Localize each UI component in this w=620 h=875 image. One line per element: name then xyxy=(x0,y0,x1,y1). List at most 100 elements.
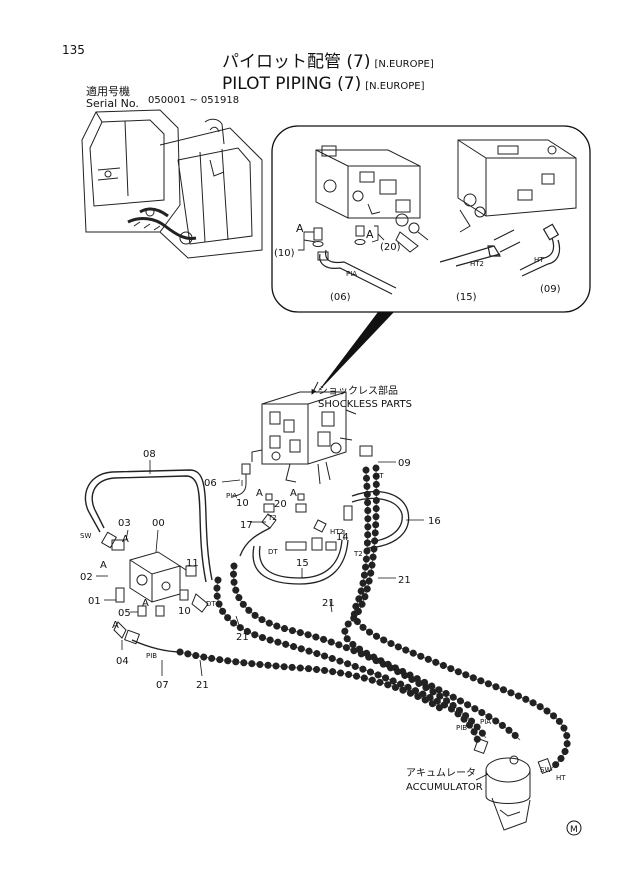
pilot-valve-00 xyxy=(100,531,209,645)
page-title-japanese: パイロット配管 (7)[N.EUROPE] xyxy=(222,54,434,71)
excavator-sketch xyxy=(81,109,263,259)
title-en-text: PILOT PIPING (7) xyxy=(222,74,362,94)
region-tag-2: [N.EUROPE] xyxy=(365,81,425,92)
inset-hose-15 xyxy=(453,245,501,267)
fitting-09 xyxy=(359,445,373,457)
inset-label-10: (10) xyxy=(274,248,295,259)
fitting-10 xyxy=(263,503,275,513)
fitting-04 xyxy=(113,621,127,639)
fitting-20 xyxy=(295,503,307,513)
port-pia-center: PIA xyxy=(226,492,237,500)
fitting-11 xyxy=(185,565,197,577)
part-label-09: 09 xyxy=(398,458,411,469)
part-label-21-b: 21 xyxy=(322,598,335,609)
part-label-21-a: 21 xyxy=(398,575,411,586)
port-ht2-center: HT2 xyxy=(330,528,344,536)
port-t2-b: T2 xyxy=(353,550,363,558)
inset-port-ht2: HT2 xyxy=(470,260,484,268)
serial-label-japanese: 適用号機 xyxy=(86,85,130,98)
part-label-21-c: 21 xyxy=(236,632,249,643)
part-label-01: 01 xyxy=(88,596,101,607)
region-tag-1: [N.EUROPE] xyxy=(374,59,434,70)
part-label-20: 20 xyxy=(274,499,287,510)
shockless-leader xyxy=(311,381,319,395)
inset-label-09: (09) xyxy=(540,284,561,295)
hose-15 xyxy=(252,539,349,585)
inset-fitting-20 xyxy=(355,225,365,237)
page-title-english: PILOT PIPING (7)[N.EUROPE] xyxy=(222,76,425,93)
m-mark: M xyxy=(566,820,582,836)
part-label-17: 17 xyxy=(240,520,253,531)
marker-a-3: A xyxy=(122,534,129,545)
part-label-11: 11 xyxy=(186,558,199,569)
serial-label-english: Serial No. xyxy=(86,97,139,110)
port-pib-acc: PIB xyxy=(456,724,467,732)
port-dt-center: DT xyxy=(268,548,278,556)
part-label-08: 08 xyxy=(143,449,156,460)
port-dt-left: DT xyxy=(206,600,216,608)
port-pia-acc: PIA xyxy=(480,718,491,726)
serial-range: 050001 ~ 051918 xyxy=(148,95,240,106)
port-sw-left: SW xyxy=(80,532,91,540)
inset-valve-right xyxy=(457,139,577,233)
marker-a-4: A xyxy=(100,560,107,571)
oring-20 xyxy=(297,493,305,501)
fitting-06 xyxy=(241,463,251,475)
marker-a-5: A xyxy=(142,598,149,609)
part-label-10-b: 10 xyxy=(178,606,191,617)
inset-label-a-right: A xyxy=(366,228,374,241)
fitting-05b xyxy=(155,605,165,617)
part-label-07: 07 xyxy=(156,680,169,691)
marker-a-6: A xyxy=(112,620,119,631)
protector-hoses-21 xyxy=(176,464,571,772)
inset-fitting-ht xyxy=(542,223,560,241)
fitting-05a xyxy=(137,605,147,617)
part-label-14: 14 xyxy=(336,532,349,543)
inset-fitting-ht2 xyxy=(487,245,502,257)
inset-label-15: (15) xyxy=(456,292,477,303)
leader-lines xyxy=(96,460,489,781)
shockless-note-jp: ショックレス部品 xyxy=(318,384,398,397)
inset-hose-09 xyxy=(519,237,555,271)
inset-valve-left xyxy=(315,145,429,253)
part-label-15: 15 xyxy=(296,558,309,569)
marker-a-1: A xyxy=(256,488,263,499)
port-t2-a: T2 xyxy=(267,514,277,522)
inset-label-20: (20) xyxy=(380,242,401,253)
bolt-01 xyxy=(115,587,125,603)
inset-port-ht: HT xyxy=(534,256,544,264)
hose-07 xyxy=(131,639,183,653)
part-label-05: 05 xyxy=(118,608,131,619)
inset-hose-06 xyxy=(319,253,393,295)
part-label-00: 00 xyxy=(152,518,165,529)
hose-08 xyxy=(84,469,213,581)
inset-label-06: (06) xyxy=(330,292,351,303)
port-sw-acc: SW xyxy=(540,766,551,774)
inset-fitting-10 xyxy=(313,227,323,241)
m-mark-letter: M xyxy=(570,825,578,835)
part-label-02: 02 xyxy=(80,572,93,583)
inset-callout-pointer xyxy=(316,312,394,394)
port-ht-right: HT xyxy=(374,472,384,480)
fitting-sw xyxy=(100,531,118,549)
port-pib-left: PIB xyxy=(146,652,157,660)
part-label-21-d: 21 xyxy=(196,680,209,691)
accumulator xyxy=(473,738,553,831)
shockless-valve-block xyxy=(251,391,357,485)
part-label-16: 16 xyxy=(428,516,441,527)
inset-oring-20 xyxy=(354,239,366,245)
inset-oring-10 xyxy=(312,241,324,247)
detail-inset xyxy=(271,125,591,394)
accumulator-note-en: ACCUMULATOR xyxy=(406,782,483,793)
fitting-dt xyxy=(285,541,307,551)
title-jp-text: パイロット配管 (7) xyxy=(222,52,371,72)
fitting-ht2 xyxy=(343,505,353,521)
fitting-10b xyxy=(179,589,189,601)
tee-14 xyxy=(311,537,323,551)
port-ht-acc: HT xyxy=(556,774,566,782)
accumulator-note-jp: アキュムレータ xyxy=(406,767,476,779)
inset-port-pia: PIA xyxy=(346,270,357,278)
marker-a-2: A xyxy=(290,488,297,499)
part-label-04: 04 xyxy=(116,656,129,667)
